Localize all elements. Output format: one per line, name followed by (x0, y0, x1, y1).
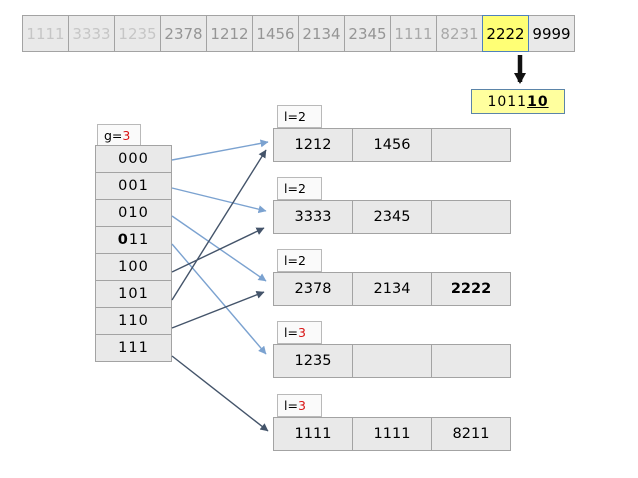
bucket-4-depth-tab: l=3 (277, 321, 322, 344)
bucket-cell-empty (431, 200, 511, 234)
arrow-dir-101-to-bucket-1 (171, 149, 267, 301)
arrow-dir-110-to-bucket-3 (171, 291, 265, 329)
directory-entry-111: 111 (95, 334, 172, 362)
bucket-cell: 1456 (352, 128, 432, 162)
directory-entry-010: 010 (95, 199, 172, 227)
arrow-dir-011-to-bucket-4 (171, 243, 267, 355)
arrow-dir-001-to-bucket-2 (171, 187, 267, 214)
bucket-cell: 1111 (273, 417, 353, 451)
bucket-cell: 1212 (273, 128, 353, 162)
key-cell: 2345 (344, 15, 391, 52)
arrow-dir-000-to-bucket-1 (171, 139, 269, 161)
key-cell: 9999 (528, 15, 575, 52)
bucket-cell: 2378 (273, 272, 353, 306)
bucket-cell: 2134 (352, 272, 432, 306)
directory-entry-110: 110 (95, 307, 172, 335)
bucket-1-depth-tab: l=2 (277, 105, 322, 128)
bucket-cell: 1235 (273, 344, 353, 378)
bucket-1: 1212 1456 (273, 128, 511, 162)
bucket-4: 1235 (273, 344, 511, 378)
global-depth-value: 3 (122, 128, 131, 143)
directory-entry-000: 000 (95, 145, 172, 173)
arrow-dir-111-to-bucket-5 (171, 355, 269, 432)
key-cell: 1212 (206, 15, 253, 52)
bucket-cell-inserted: 2222 (431, 272, 511, 306)
hash-bits-prefix: 1011 (487, 93, 528, 110)
bucket-cell: 2345 (352, 200, 432, 234)
bucket-cell: 1111 (352, 417, 432, 451)
global-depth-tab: g=3 (97, 124, 141, 147)
key-cell: 1111 (22, 15, 69, 52)
bucket-2-depth-tab: l=2 (277, 177, 322, 200)
arrow-dir-100-to-bucket-2 (171, 227, 265, 273)
global-depth-label: g= (104, 128, 123, 143)
key-sequence-strip: 1111 3333 1235 2378 1212 1456 2134 2345 … (22, 15, 575, 52)
bucket-2: 3333 2345 (273, 200, 511, 234)
key-cell: 8231 (436, 15, 483, 52)
key-cell: 1456 (252, 15, 299, 52)
key-cell: 1235 (114, 15, 161, 52)
bucket-3: 2378 2134 2222 (273, 272, 511, 306)
key-cell-current: 2222 (482, 15, 529, 52)
directory-entry-101: 101 (95, 280, 172, 308)
bucket-5-depth-tab: l=3 (277, 394, 322, 417)
bucket-cell-empty (431, 128, 511, 162)
key-cell: 2134 (298, 15, 345, 52)
bucket-cell: 3333 (273, 200, 353, 234)
directory-entry-100: 100 (95, 253, 172, 281)
bucket-cell: 8211 (431, 417, 511, 451)
hash-bits-suffix: 10 (527, 93, 549, 110)
bucket-cell-empty (431, 344, 511, 378)
bucket-3-depth-tab: l=2 (277, 249, 322, 272)
bucket-5: 1111 1111 8211 (273, 417, 511, 451)
bucket-cell-empty (352, 344, 432, 378)
key-cell: 2378 (160, 15, 207, 52)
arrow-dir-010-to-bucket-3 (171, 215, 267, 282)
key-cell: 1111 (390, 15, 437, 52)
key-cell: 3333 (68, 15, 115, 52)
directory-entry-001: 001 (95, 172, 172, 200)
